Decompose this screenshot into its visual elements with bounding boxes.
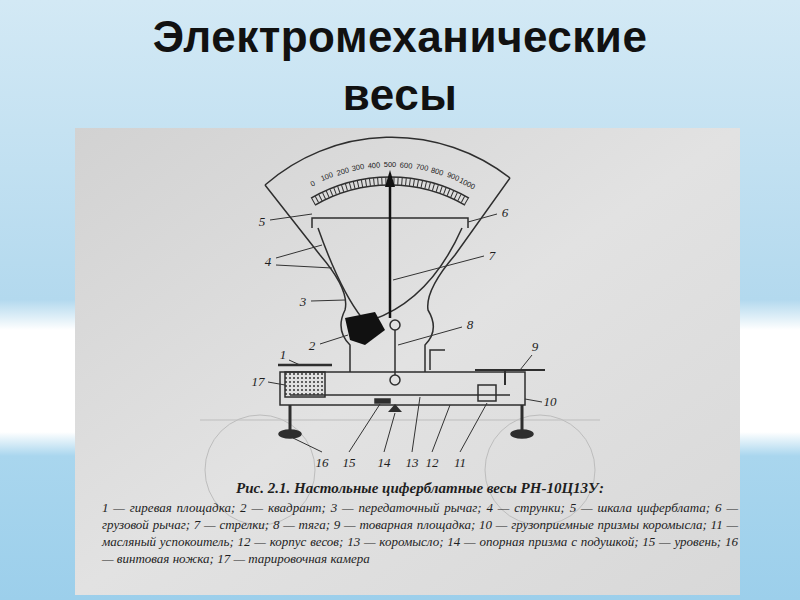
level <box>375 399 390 403</box>
callout-number: 8 <box>467 318 474 332</box>
slide-title: Электромеханические весы <box>90 8 710 124</box>
callout-number: 16 <box>316 456 329 470</box>
scanned-page <box>75 128 740 595</box>
dial-left-side <box>265 185 350 372</box>
callout-number: 5 <box>259 215 266 229</box>
legend-text: 1 — гиревая площадка; 2 — квадрант; 3 — … <box>102 499 738 567</box>
callout-number: 10 <box>544 395 557 409</box>
pivot <box>390 320 400 330</box>
callout-number: 4 <box>265 255 272 269</box>
scale-number: 600 <box>399 161 412 170</box>
needle-head <box>385 170 395 187</box>
callout-number: 9 <box>532 340 539 354</box>
needle <box>389 184 392 318</box>
callout-number: 3 <box>300 295 307 309</box>
scale-body <box>280 372 525 405</box>
callout-number: 15 <box>343 456 356 470</box>
foot-pad <box>511 430 533 438</box>
dial-right-side <box>425 178 510 372</box>
callout-number: 13 <box>406 456 419 470</box>
tare-chamber <box>285 372 325 397</box>
screw-foot <box>290 405 522 430</box>
callout-number: 1 <box>280 348 287 362</box>
callout-number: 17 <box>252 375 265 389</box>
callout-number: 6 <box>502 206 509 220</box>
string <box>318 228 362 318</box>
scale-number: 500 <box>384 161 397 169</box>
callout-number: 7 <box>489 249 496 263</box>
goods-platform <box>475 370 545 385</box>
callout-number: 11 <box>454 456 466 470</box>
callout-number: 2 <box>309 339 316 353</box>
quadrant <box>345 312 385 345</box>
callout-number: 12 <box>426 456 439 470</box>
oil-damper <box>478 385 496 401</box>
scale-number: 400 <box>367 161 380 170</box>
weight-platform <box>278 364 332 367</box>
dial-top <box>265 137 510 185</box>
support-prism <box>388 404 402 412</box>
scale-drawing <box>265 137 545 438</box>
foot-pad <box>279 430 301 438</box>
pivot <box>390 375 400 385</box>
figure-caption: Рис. 2.1. Настольные циферблатные весы Р… <box>100 479 740 497</box>
pin <box>430 350 445 370</box>
callout-number: 14 <box>378 456 391 470</box>
tie-rod <box>394 330 396 375</box>
leader-lines <box>268 214 542 452</box>
